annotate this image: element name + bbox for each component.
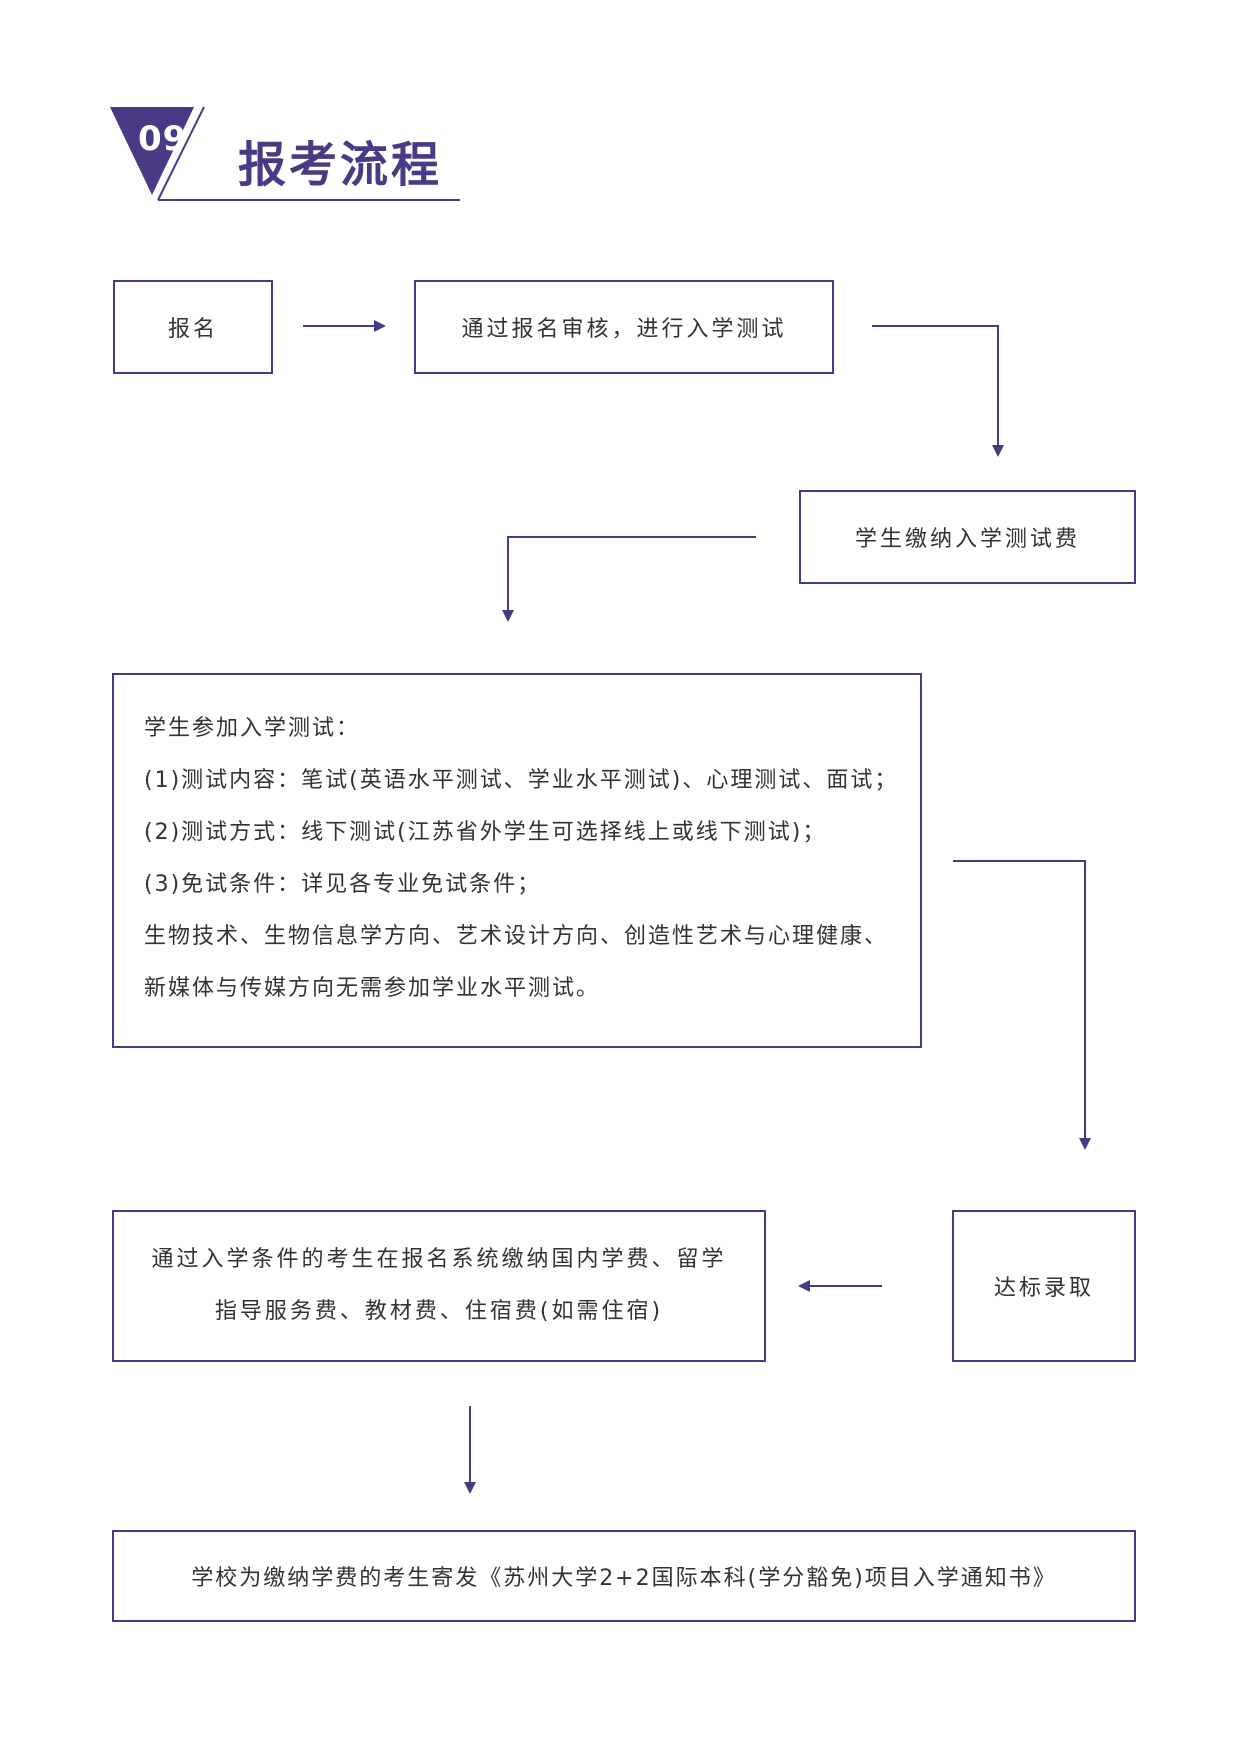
test-line-majors: 生物技术、生物信息学方向、艺术设计方向、创造性艺术与心理健康、 xyxy=(144,924,889,949)
step-fee-label: 学生缴纳入学测试费 xyxy=(854,527,1080,552)
step-admit-box: 达标录取 xyxy=(952,1210,1136,1362)
test-line-majors-cont: 新媒体与传媒方向无需参加学业水平测试。 xyxy=(144,976,601,1001)
step-register-box: 报名 xyxy=(113,280,273,374)
arrow-fee-to-test xyxy=(502,536,756,622)
test-title: 学生参加入学测试： xyxy=(144,716,361,741)
step-notice-box: 学校为缴纳学费的考生寄发《苏州大学2+2国际本科(学分豁免)项目入学通知书》 xyxy=(112,1530,1136,1622)
step-pay-line1: 通过入学条件的考生在报名系统缴纳国内学费、留学 xyxy=(151,1247,727,1272)
test-line-content: (1)测试内容：笔试(英语水平测试、学业水平测试)、心理测试、面试； xyxy=(144,768,899,793)
test-line-method: (2)测试方式：线下测试(江苏省外学生可选择线上或线下测试)； xyxy=(144,820,827,845)
arrow-test-to-admit xyxy=(953,860,1091,1150)
step-fee-box: 学生缴纳入学测试费 xyxy=(799,490,1136,584)
step-pay-box: 通过入学条件的考生在报名系统缴纳国内学费、留学 指导服务费、教材费、住宿费(如需… xyxy=(112,1210,766,1362)
step-test-box: 学生参加入学测试： (1)测试内容：笔试(英语水平测试、学业水平测试)、心理测试… xyxy=(112,673,922,1048)
step-review-box: 通过报名审核，进行入学测试 xyxy=(414,280,834,374)
section-header: 09 报考流程 xyxy=(110,105,470,205)
section-title: 报考流程 xyxy=(238,137,443,193)
step-admit-label: 达标录取 xyxy=(993,1276,1094,1301)
step-review-label: 通过报名审核，进行入学测试 xyxy=(461,317,787,342)
test-line-exemption: (3)免试条件：详见各专业免试条件； xyxy=(144,872,542,897)
header-underline xyxy=(157,106,460,201)
step-register-label: 报名 xyxy=(167,317,218,342)
section-number: 09 xyxy=(138,119,188,159)
triangle-badge-icon xyxy=(110,107,194,195)
step-pay-line2: 指导服务费、教材费、住宿费(如需住宿) xyxy=(214,1299,664,1324)
test-details: 学生参加入学测试： (1)测试内容：笔试(英语水平测试、学业水平测试)、心理测试… xyxy=(114,675,898,1015)
step-notice-label: 学校为缴纳学费的考生寄发《苏州大学2+2国际本科(学分豁免)项目入学通知书》 xyxy=(191,1566,1057,1591)
arrow-review-to-fee xyxy=(872,325,1004,457)
